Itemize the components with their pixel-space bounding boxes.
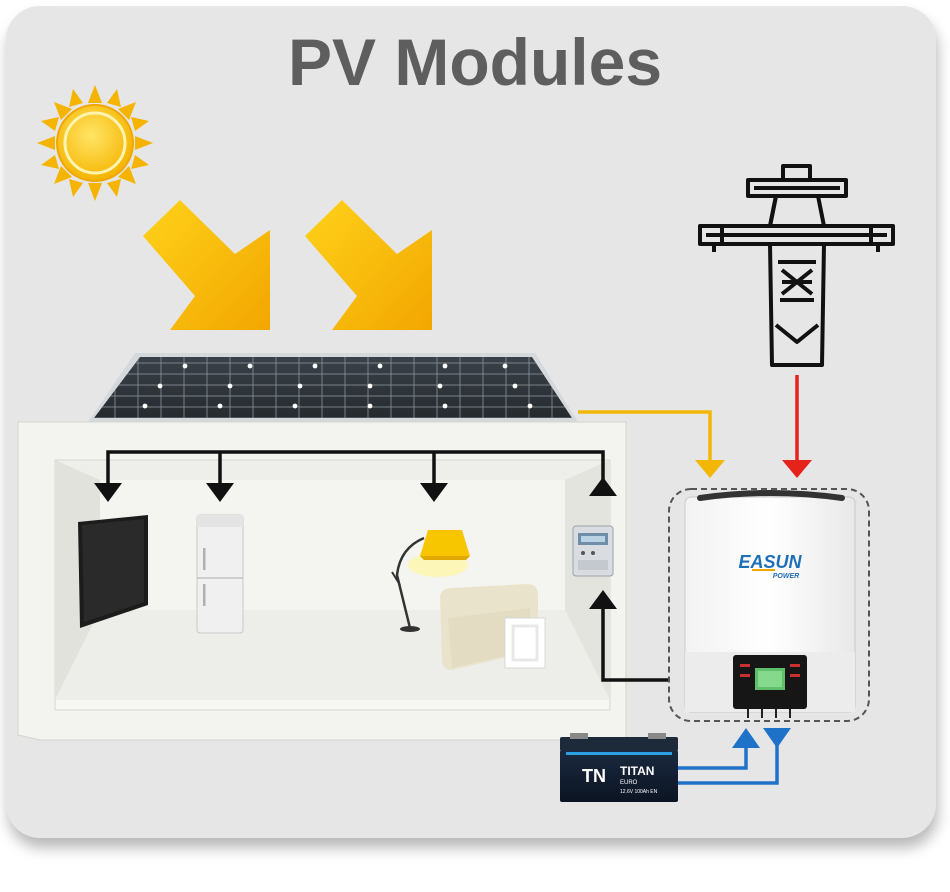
house — [17, 421, 627, 741]
power-pylon-icon — [698, 164, 895, 367]
solar-panel — [88, 353, 578, 422]
sofa — [440, 584, 546, 670]
load-arrows — [94, 477, 617, 609]
sun-icon — [37, 85, 153, 201]
tv-appliance — [78, 515, 148, 628]
energy-meter — [572, 525, 614, 577]
meter-up-arrow-bottom — [589, 590, 617, 609]
battery-charge-arrow — [732, 728, 760, 748]
tv-feed-arrow — [94, 483, 122, 502]
battery-line2: EURO — [620, 780, 638, 786]
battery: TN TITAN EURO 12.6V 100Ah EN — [560, 733, 678, 802]
lamp-feed-arrow — [420, 483, 448, 502]
grid-line — [782, 375, 812, 478]
refrigerator-appliance — [196, 514, 244, 634]
inverter-brand-sub: POWER — [773, 573, 799, 580]
battery-line — [678, 742, 779, 785]
meter-up-arrow-top — [589, 477, 617, 496]
sunlight-arrow-right — [305, 200, 432, 330]
diagram-title: PV Modules — [287, 25, 663, 99]
pv-line — [578, 410, 725, 478]
inverter: EASUN POWER — [668, 488, 870, 722]
inverter-brand: EASUN — [738, 552, 802, 572]
battery-discharge-arrow — [763, 728, 791, 748]
battery-logo: TN — [582, 766, 606, 786]
sunlight-arrow-left — [143, 200, 270, 330]
fridge-feed-arrow — [206, 483, 234, 502]
battery-spec: 12.6V 100Ah EN — [620, 789, 658, 795]
battery-brand: TITAN — [620, 764, 654, 778]
floor-lamp — [391, 530, 470, 632]
